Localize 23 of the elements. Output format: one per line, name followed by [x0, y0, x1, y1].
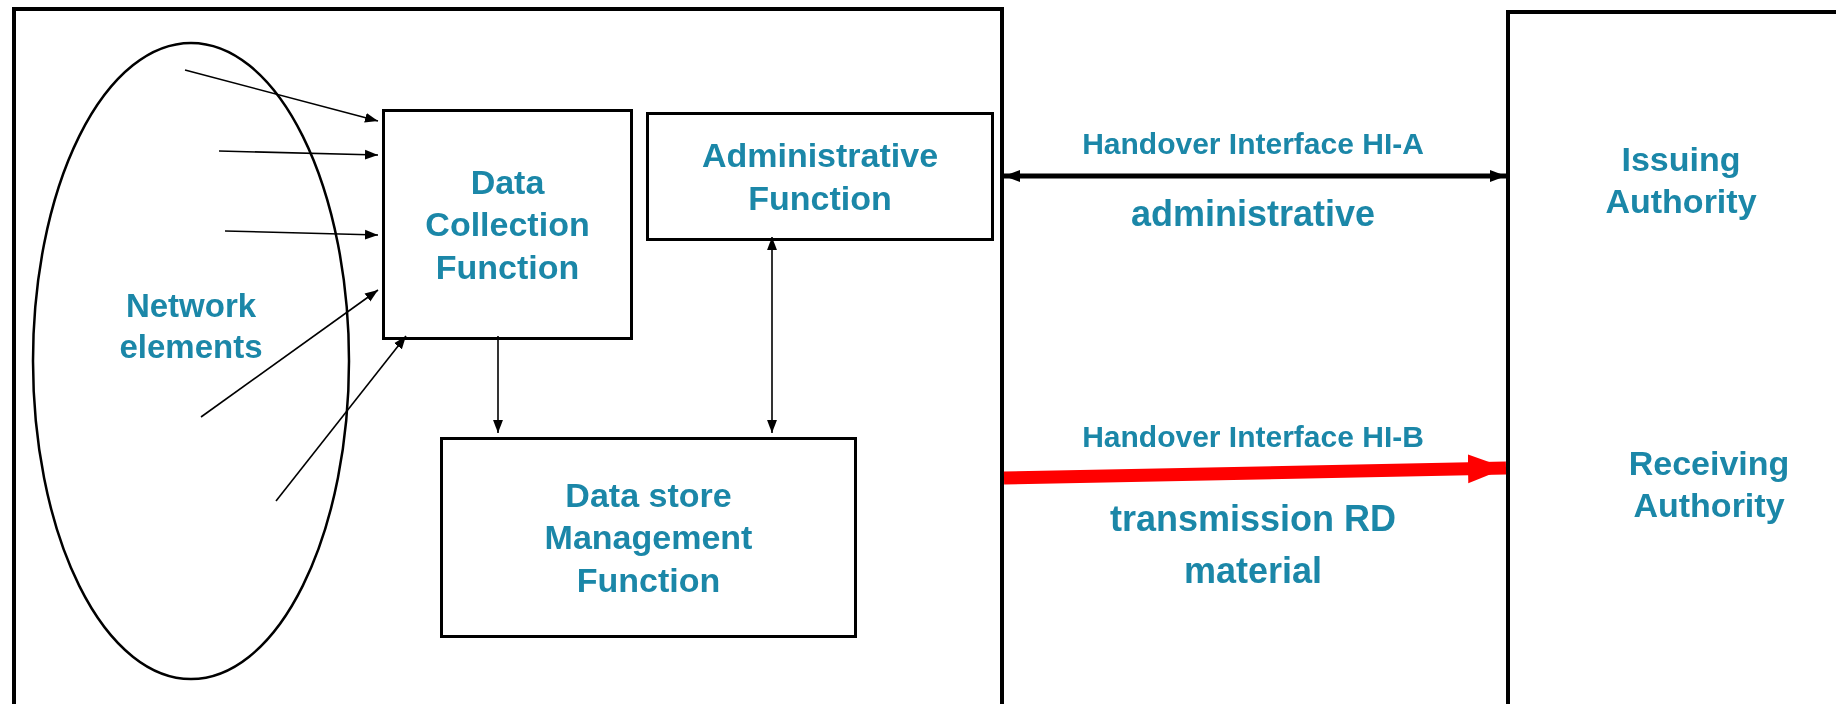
arrow	[200, 289, 379, 418]
arrow	[218, 149, 379, 160]
arrow	[275, 335, 407, 502]
node-text: Network elements	[118, 285, 264, 367]
function-box	[646, 112, 994, 241]
arrow	[493, 335, 503, 434]
arrow	[1003, 454, 1507, 485]
arrow	[1004, 169, 1506, 183]
frame-box	[1506, 10, 1836, 704]
network-elements-ellipse	[31, 41, 351, 681]
interface-description: transmission RD material	[1108, 496, 1398, 593]
function-box	[440, 437, 857, 638]
node-text: Data Collection Function	[424, 161, 591, 288]
function-box	[382, 109, 633, 340]
arrow	[767, 236, 777, 434]
node-text: Administrative Function	[700, 135, 940, 219]
interface-description: administrative	[1129, 191, 1377, 236]
frame-box	[12, 7, 1004, 704]
arrow	[184, 69, 379, 123]
authority-label: Receiving Authority	[1627, 442, 1791, 526]
arrow	[224, 229, 379, 240]
node-text: Data store Management Function	[543, 474, 754, 601]
authority-label: Issuing Authority	[1604, 138, 1758, 222]
